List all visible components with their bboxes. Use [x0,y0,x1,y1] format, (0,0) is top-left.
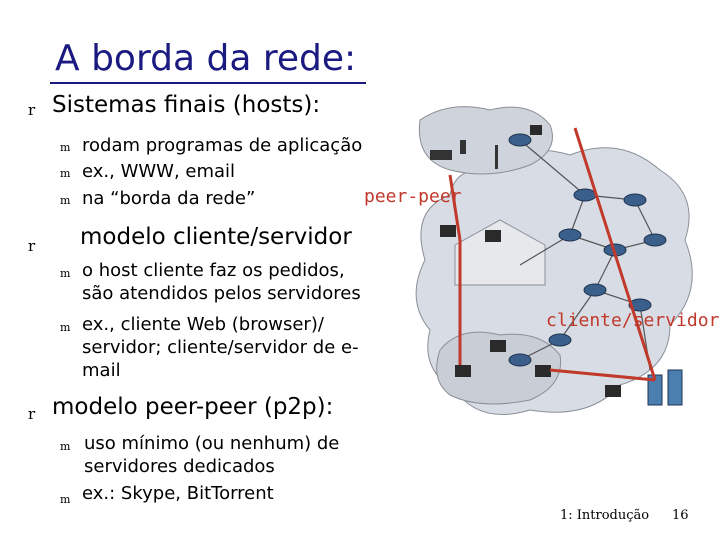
sub-marker: m [60,194,71,207]
host-computer-icon [485,230,501,242]
antenna-icon [495,145,498,169]
host-computer-icon [440,225,456,237]
sub-bullet: ex., cliente Web (browser)/ servidor; cl… [82,314,359,381]
sub-marker: m [60,321,71,334]
sub-bullet: rodam programas de aplicação [82,135,363,156]
host-computer-icon [605,385,621,397]
laptop-icon [430,150,452,160]
slide-title: A borda da rede: [55,38,357,79]
bullet-marker: r [28,405,36,423]
router-icon [623,193,647,207]
label-peer-peer: peer-peer [364,186,462,207]
router-icon [508,353,532,367]
footer-section: 1: Introdução [560,508,650,523]
router-icon [628,298,652,312]
title-underline [50,82,366,84]
bullet-p2p: modelo peer-peer (p2p): [52,394,334,420]
phone-icon [460,140,466,154]
bullet-client-server: modelo cliente/servidor [80,224,352,250]
sub-marker: m [60,167,71,180]
label-client-server: cliente/servidor [546,310,720,331]
client-server-link [573,127,657,381]
sub-marker: m [60,267,71,280]
host-computer-icon [535,365,551,377]
router-icon [508,133,532,147]
sub-marker: m [60,440,71,453]
server-icon [647,374,663,406]
router-icon [558,228,582,242]
enterprise-cloud [436,331,562,405]
client-server-link [549,368,656,382]
network-diagram [415,106,693,415]
sub-marker: m [60,141,71,154]
bullet-hosts: Sistemas finais (hosts): [52,92,321,118]
sub-marker: m [60,493,71,506]
sub-bullet: ex.: Skype, BitTorrent [82,483,274,504]
sub-bullet: ex., WWW, email [82,161,236,182]
page-number: 16 [672,508,689,523]
router-icon [573,188,597,202]
sub-bullet: uso mínimo (ou nenhum) de servidores ded… [84,433,340,477]
router-icon [583,283,607,297]
mobile-cloud [418,106,553,175]
host-computer-icon [455,365,471,377]
router-icon [548,333,572,347]
sub-bullet: o host cliente faz os pedidos, são atend… [82,260,361,304]
router-icon [643,233,667,247]
bullet-marker: r [28,101,36,119]
host-computer-icon [530,125,542,135]
home-network-icon [454,219,546,286]
sub-bullet: na “borda da rede” [82,188,256,209]
server-icon [667,369,683,406]
p2p-link [448,174,462,241]
host-computer-icon [490,340,506,352]
bullet-marker: r [28,237,36,255]
